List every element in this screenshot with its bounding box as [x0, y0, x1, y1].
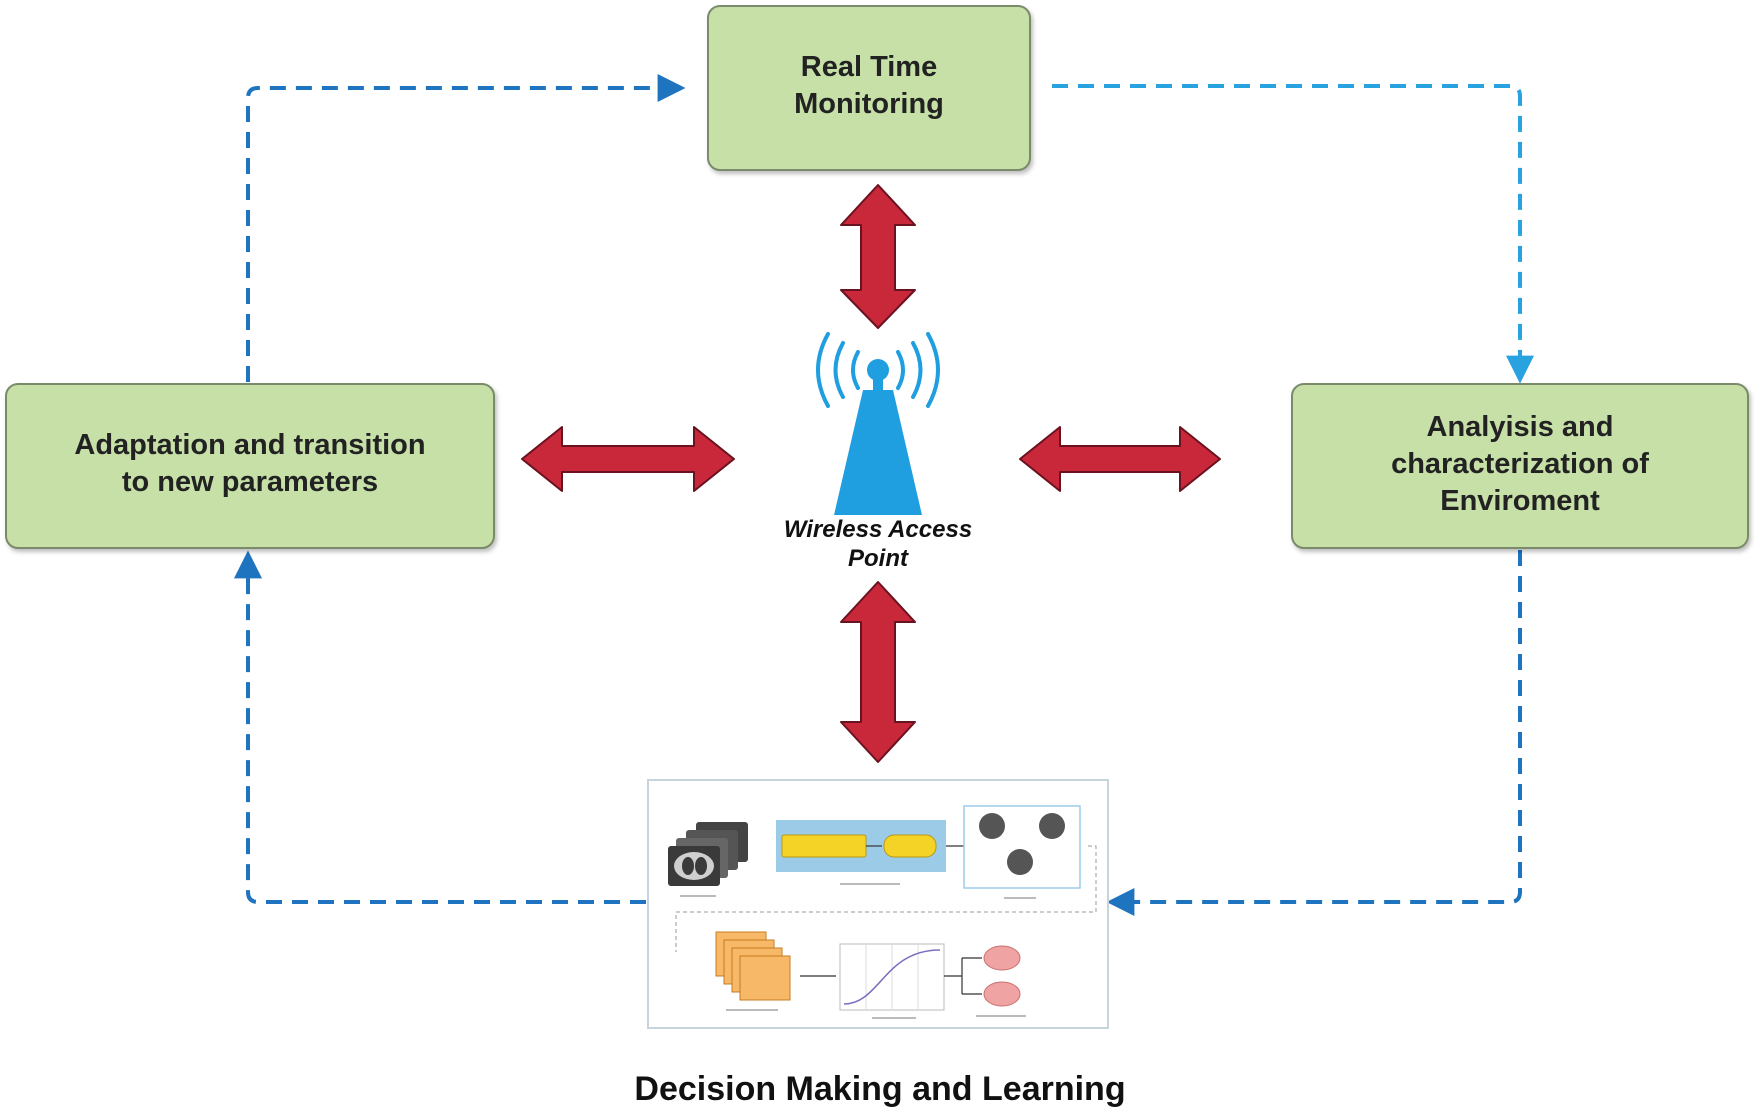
- red-double-arrows: [521, 184, 1221, 763]
- monitoring-label-line2: Monitoring: [794, 88, 944, 120]
- monitoring-label-line1: Real Time: [801, 51, 937, 83]
- wireless-access-point: Wireless Access Point: [784, 332, 972, 572]
- connector-monitoring-to-analysis: [1052, 84, 1534, 384]
- node-adaptation: Adaptation and transition to new paramet…: [5, 383, 495, 549]
- access-point-label-line2: Point: [848, 545, 909, 572]
- node-real-time-monitoring: Real Time Monitoring: [707, 5, 1031, 171]
- analysis-label-line3: Enviroment: [1440, 485, 1600, 517]
- double-arrow-right: [1019, 426, 1221, 492]
- adaptation-label-line1: Adaptation and transition: [74, 429, 425, 461]
- double-arrow-left: [521, 426, 735, 492]
- cnn-layers-icon: [715, 931, 791, 1001]
- sigmoid-plot-icon: [839, 943, 945, 1011]
- analysis-label-line2: characterization of: [1391, 448, 1649, 480]
- double-arrow-bottom: [840, 581, 916, 763]
- analysis-label-line1: Analyisis and: [1427, 411, 1614, 443]
- decision-pipeline-thumbnail: [647, 779, 1109, 1029]
- ct-image-stack-icon: [668, 822, 748, 886]
- double-arrow-top: [840, 184, 916, 329]
- dashed-connectors: [234, 74, 1534, 916]
- decision-caption: Decision Making and Learning: [634, 1070, 1125, 1108]
- antenna-icon: [816, 332, 940, 515]
- connector-decision-to-adaptation: [234, 550, 646, 904]
- adaptation-label-line2: to new parameters: [122, 466, 378, 498]
- connector-analysis-to-decision: [1106, 550, 1522, 916]
- access-point-label-line1: Wireless Access: [784, 516, 972, 543]
- node-analysis: Analyisis and characterization of Enviro…: [1291, 383, 1749, 549]
- connector-adaptation-to-monitoring: [246, 74, 686, 382]
